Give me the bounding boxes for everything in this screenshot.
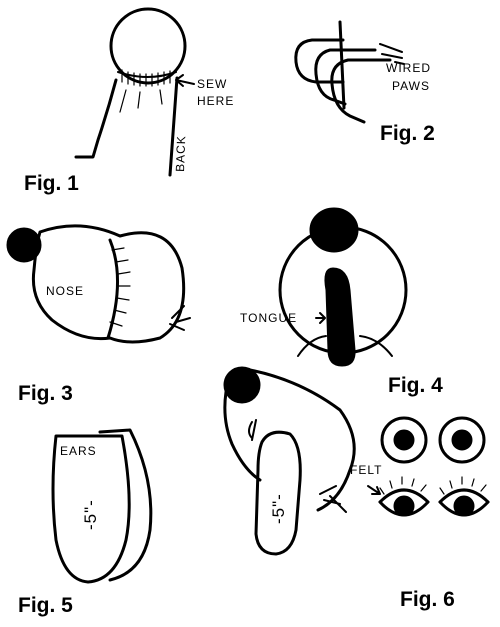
eye-left-outer bbox=[380, 416, 428, 464]
fig4-drawing bbox=[278, 207, 408, 367]
fig6-button-eyes bbox=[380, 416, 486, 464]
fig1-stitch-marks bbox=[121, 69, 171, 87]
fig6-face-left bbox=[223, 390, 262, 482]
fig4-caption: Fig. 4 bbox=[388, 374, 443, 397]
fig1-fold-lines bbox=[119, 89, 163, 113]
fig2-paw-2 bbox=[314, 48, 377, 106]
fig1-label-back: BACK bbox=[173, 135, 188, 172]
fig6-nose-pompom bbox=[223, 366, 261, 404]
fig2-caption: Fig. 2 bbox=[380, 122, 435, 145]
fig4-tongue-arrow bbox=[315, 312, 326, 324]
fig3-head-outline bbox=[31, 224, 186, 344]
felt-eye-right-pupil bbox=[453, 495, 475, 517]
fig1-drawing bbox=[74, 7, 195, 177]
fig2-label-paws: PAWS bbox=[392, 79, 430, 93]
fig5-drawing bbox=[51, 428, 153, 584]
fig5-label-ears: EARS bbox=[60, 444, 97, 458]
eye-left-pupil bbox=[393, 429, 415, 451]
fig5-label-length: -5"- bbox=[81, 499, 100, 530]
eye-right-outer bbox=[438, 416, 486, 464]
fig6-caption: Fig. 6 bbox=[400, 588, 455, 611]
fig4-chin-lines bbox=[297, 335, 393, 357]
fig6-ear bbox=[254, 430, 302, 556]
fig1-neck-gather bbox=[117, 71, 177, 78]
fig2-paw-3 bbox=[330, 58, 392, 124]
fig1-body-left bbox=[74, 78, 118, 159]
felt-eye-left-lashes bbox=[379, 476, 427, 495]
fig5-caption: Fig. 5 bbox=[18, 594, 73, 617]
fig5-ear-front bbox=[51, 434, 131, 584]
fig6-head-outline bbox=[248, 368, 356, 512]
fig3-caption: Fig. 3 bbox=[18, 382, 73, 405]
felt-eye-right-lashes bbox=[439, 476, 487, 495]
fig1-body-right bbox=[168, 76, 179, 177]
fig4-tongue bbox=[324, 267, 356, 367]
fig1-sew-arrow bbox=[175, 74, 195, 87]
eye-right-pupil bbox=[451, 429, 473, 451]
fig2-paw-1 bbox=[294, 38, 345, 84]
fig1-label-sew: SEW bbox=[197, 77, 227, 91]
fig3-drawing bbox=[6, 224, 191, 344]
felt-eye-left-lid bbox=[378, 488, 430, 504]
fig4-label-tongue: TONGUE bbox=[240, 311, 297, 325]
fig2-drawing bbox=[294, 20, 405, 124]
felt-eye-right-lid bbox=[438, 488, 490, 504]
fig2-label-wired: WIRED bbox=[386, 61, 431, 75]
fig3-seam-stitches bbox=[109, 247, 131, 327]
fig3-label-nose: NOSE bbox=[46, 284, 84, 298]
fig6-eye-sketch bbox=[248, 419, 257, 441]
fig1-caption: Fig. 1 bbox=[24, 172, 79, 195]
fig2-wire-ends bbox=[379, 43, 405, 65]
fig6-felt-eyes bbox=[367, 476, 490, 517]
fig4-nose-pompom bbox=[309, 207, 359, 253]
fig1-label-here: HERE bbox=[197, 94, 234, 108]
felt-eye-left-pupil bbox=[393, 495, 415, 517]
fig2-arm-tube bbox=[338, 20, 346, 110]
fig3-seam bbox=[106, 238, 120, 340]
fig6-label-ear-length: -5"- bbox=[269, 493, 288, 524]
fig6-thread-tie bbox=[319, 485, 347, 513]
fig6-drawing bbox=[223, 366, 356, 556]
fig6-label-felt: FELT bbox=[350, 463, 382, 477]
fig1-head bbox=[109, 7, 187, 85]
fig5-ear-back bbox=[98, 428, 153, 582]
felt-arrow bbox=[367, 485, 381, 495]
fig3-nose-pompom bbox=[6, 227, 42, 263]
fig3-thread-tuft bbox=[169, 305, 191, 331]
